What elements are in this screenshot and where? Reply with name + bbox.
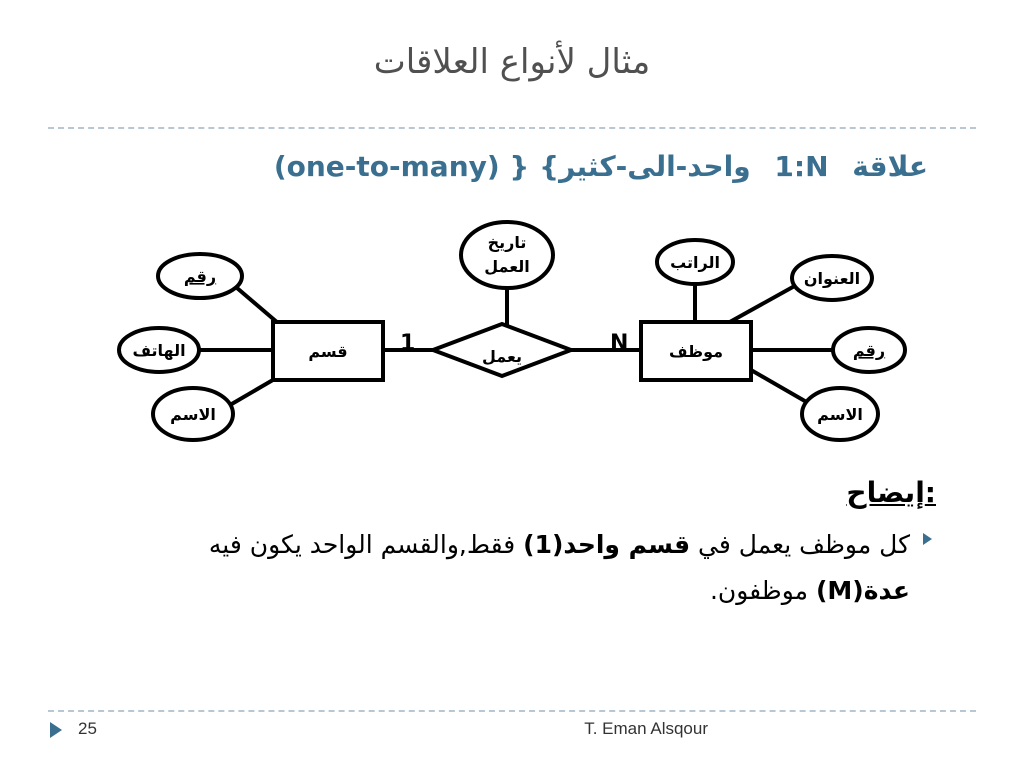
relationship-works-label: يعمل (482, 347, 522, 366)
connector-left-name (228, 375, 280, 407)
note-body: كل موظف يعمل في قسم واحد(1) فقط,والقسم ا… (120, 522, 910, 614)
attr-right-name (800, 386, 880, 442)
attr-right-name-label: الاسم (817, 405, 863, 424)
footer-author: T. Eman Alsqour (584, 719, 708, 738)
cardinality-many: N (610, 331, 628, 356)
top-divider (48, 127, 976, 129)
entity-employee-label: موظف (669, 342, 723, 361)
attr-right-address (790, 254, 874, 302)
attr-left-number (156, 252, 244, 300)
relationship-works (427, 321, 577, 379)
attr-rel-date-line2: العمل (484, 257, 530, 276)
note-text-part2: فقط,والقسم الواحد يكون فيه (208, 530, 524, 559)
attr-right-salary-label: الراتب (670, 253, 720, 272)
subtitle-english: (one-to-many) } (273, 150, 530, 183)
subtitle-arabic: {واحد-الى-كثير (539, 150, 751, 183)
attr-right-number (831, 326, 907, 374)
entity-employee (639, 320, 753, 382)
attr-left-number-label: رقم (184, 267, 216, 286)
attr-left-phone (117, 326, 201, 374)
attr-left-name-label: الاسم (170, 405, 216, 424)
connector-right-address (727, 281, 801, 325)
attr-right-number-label: رقم (853, 341, 885, 360)
note-heading: إيضاح: (846, 476, 936, 509)
note-text-part1: كل موظف يعمل في (690, 530, 910, 559)
attr-rel-date-line1: تاريخ (488, 233, 527, 252)
triangle-bullet-icon (923, 533, 932, 545)
page-number: 25 (78, 719, 97, 738)
slide-title: مثال لأنواع العلاقات (373, 42, 651, 82)
entity-department (271, 320, 385, 382)
bottom-divider (48, 710, 976, 712)
note-bold-many: عدة(M) (815, 576, 910, 605)
attr-right-address-label: العنوان (804, 269, 860, 288)
note-bold-one-department: قسم واحد(1) (523, 530, 691, 559)
attr-left-phone-label: الهاتف (132, 341, 185, 360)
attr-left-name (151, 386, 235, 442)
entity-department-label: قسم (308, 342, 347, 361)
footer-arrow-icon (50, 722, 62, 738)
subtitle-prefix: علاقة (852, 150, 928, 183)
attr-right-salary (655, 238, 735, 286)
connector-right-name (750, 368, 811, 406)
cardinality-one: 1 (400, 331, 415, 356)
connector-left-number (228, 280, 280, 325)
subtitle-ratio: 1:N (774, 150, 829, 183)
slide-subtitle: (one-to-many) } {واحد-الى-كثير 1:N علاقة (0, 150, 928, 183)
note-text-part3: موظفون. (709, 576, 816, 605)
attr-rel-date (459, 220, 555, 290)
